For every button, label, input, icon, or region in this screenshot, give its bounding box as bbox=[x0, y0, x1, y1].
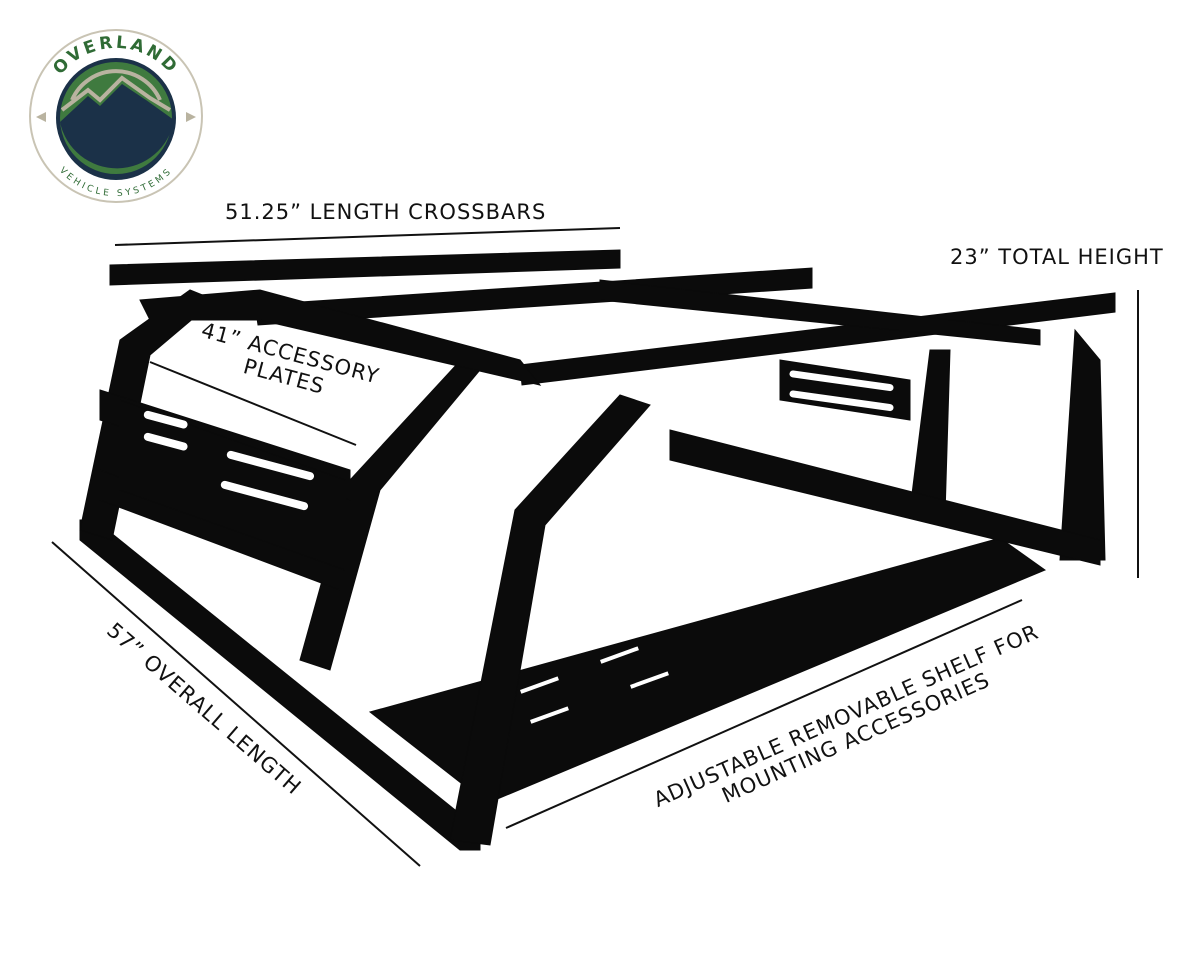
left-bottom-rail bbox=[79, 519, 481, 851]
crossbar-dimension-line bbox=[114, 227, 621, 246]
shelf bbox=[368, 537, 1047, 801]
right-rear-upright bbox=[1059, 328, 1106, 561]
total-height-label: 23” TOTAL HEIGHT bbox=[950, 245, 1164, 269]
shelf-dimension-line bbox=[505, 599, 1023, 829]
plates-dimension-line bbox=[149, 361, 357, 446]
right-lower-bar bbox=[669, 429, 1101, 566]
plate-cutouts bbox=[143, 370, 894, 724]
dimension-lines bbox=[51, 227, 1139, 867]
length-dimension-line bbox=[51, 541, 421, 867]
right-front-upright bbox=[449, 394, 651, 846]
crossbar-front bbox=[109, 249, 621, 286]
crossbar-length-label: 51.25” LENGTH CROSSBARS bbox=[225, 200, 547, 224]
